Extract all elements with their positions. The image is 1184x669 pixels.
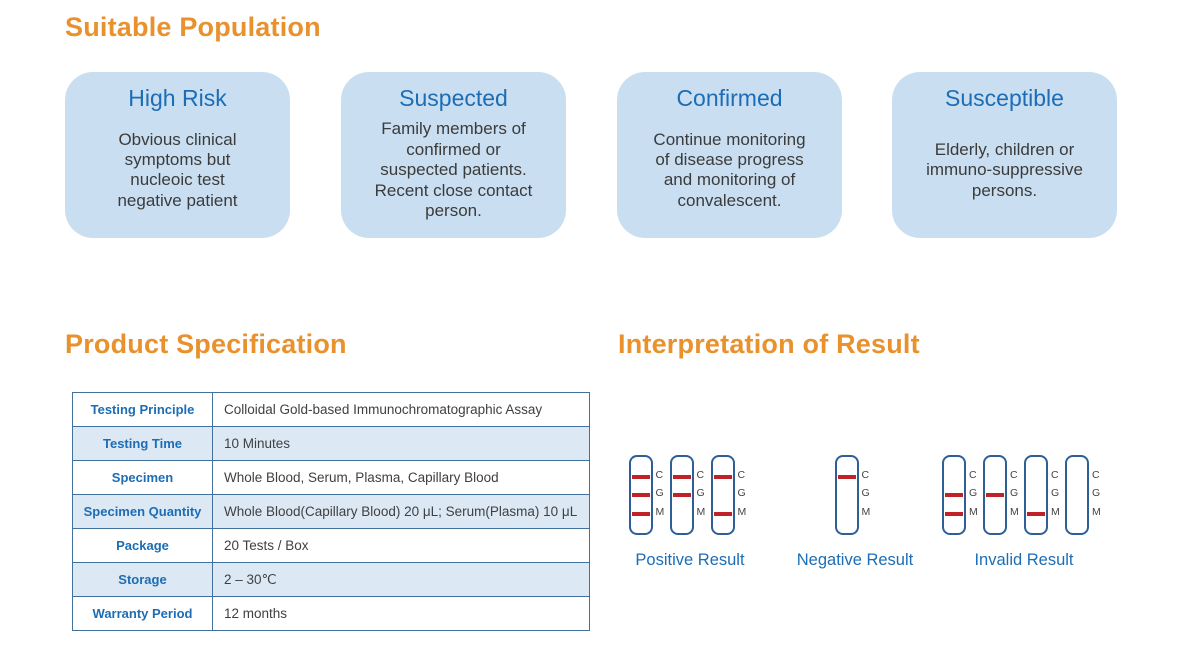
population-card-suspected: Suspected Family members of confirmed or… [341, 72, 566, 238]
test-cassette [983, 455, 1007, 535]
test-cassette [834, 455, 859, 535]
spec-value-cell: 20 Tests / Box [212, 528, 590, 563]
test-cassette [942, 455, 966, 535]
spec-label-cell: Package [72, 528, 213, 563]
spec-value-cell: Whole Blood, Serum, Plasma, Capillary Bl… [212, 460, 590, 495]
spec-label-cell: Testing Principle [72, 392, 213, 427]
test-cassette [710, 455, 735, 535]
card-body-wrap: Elderly, children or immuno-suppressive … [900, 113, 1109, 228]
cassette-line-labels: C G M [738, 455, 752, 535]
table-row: Specimen Quantity Whole Blood(Capillary … [72, 494, 590, 529]
spec-label-cell: Storage [72, 562, 213, 597]
card-body-wrap: Family members of confirmed or suspected… [349, 113, 558, 228]
line-label-m: M [1051, 506, 1060, 518]
cassette-line-labels: C G M [656, 455, 670, 535]
strips-row: C G M [834, 455, 876, 535]
card-title: Suspected [399, 85, 508, 111]
card-title: High Risk [128, 85, 227, 111]
line-label-g: G [969, 487, 978, 499]
line-label-c: C [969, 469, 977, 481]
strips-row: C G M C G M C G M [942, 455, 1106, 535]
card-body: Elderly, children or immuno-suppressive … [926, 139, 1083, 200]
cassette-unit: C G M [669, 455, 711, 535]
card-body: Obvious clinical symptoms but nucleoic t… [117, 129, 238, 210]
test-cassette [669, 455, 694, 535]
strips-row: C G M C G M C G M [628, 455, 752, 535]
positive-result-group: C G M C G M C G M [626, 455, 754, 570]
line-label-c: C [696, 469, 705, 481]
cassette-line-labels: C G M [1092, 455, 1106, 535]
line-label-c: C [1092, 469, 1100, 481]
suitable-population-heading: Suitable Population [65, 12, 321, 42]
cassette-unit: C G M [834, 455, 876, 535]
card-body: Family members of confirmed or suspected… [374, 119, 533, 220]
spec-value-cell: Colloidal Gold-based Immunochromatograph… [212, 392, 590, 427]
population-card-susceptible: Susceptible Elderly, children or immuno-… [892, 72, 1117, 238]
negative-result-group: C G M Negative Result [792, 455, 918, 570]
line-label-g: G [696, 487, 705, 499]
cassette-line-labels: C G M [697, 455, 711, 535]
line-label-g: G [1010, 487, 1019, 499]
result-label: Negative Result [796, 551, 914, 569]
line-label-g: G [655, 487, 664, 499]
spec-label-cell: Testing Time [72, 426, 213, 461]
line-label-c: C [1010, 469, 1018, 481]
line-label-c: C [737, 469, 746, 481]
cassette-unit: C G M [983, 455, 1024, 535]
cassette-line-labels: C G M [1010, 455, 1024, 535]
invalid-result-group: C G M C G M C G M [938, 455, 1110, 570]
card-body: Continue monitoring of disease progress … [653, 129, 806, 210]
cassette-line-labels: C G M [862, 455, 876, 535]
test-cassette [1024, 455, 1048, 535]
cassette-unit: C G M [1024, 455, 1065, 535]
cassette-unit: C G M [628, 455, 670, 535]
line-label-m: M [696, 506, 706, 518]
line-label-g: G [1051, 487, 1060, 499]
card-body-wrap: Obvious clinical symptoms but nucleoic t… [73, 113, 282, 228]
cassette-unit: C G M [942, 455, 983, 535]
result-label: Positive Result [635, 551, 745, 569]
population-card-confirmed: Confirmed Continue monitoring of disease… [617, 72, 842, 238]
spec-value-cell: 12 months [212, 596, 590, 631]
table-row: Testing Time 10 Minutes [72, 426, 590, 461]
spec-label-cell: Specimen Quantity [72, 494, 213, 529]
cassette-unit: C G M [1065, 455, 1106, 535]
spec-value-cell: 10 Minutes [212, 426, 590, 461]
card-title: Susceptible [945, 85, 1064, 111]
spec-value-cell: 2 – 30℃ [212, 562, 590, 597]
line-label-c: C [861, 469, 870, 481]
spec-value-cell: Whole Blood(Capillary Blood) 20 μL; Seru… [212, 494, 590, 529]
product-specification-heading: Product Specification [65, 329, 347, 359]
population-card-high-risk: High Risk Obvious clinical symptoms but … [65, 72, 290, 238]
cassette-unit: C G M [710, 455, 752, 535]
spec-label-cell: Warranty Period [72, 596, 213, 631]
table-row: Warranty Period 12 months [72, 596, 590, 631]
line-label-m: M [1010, 506, 1019, 518]
line-label-m: M [737, 506, 747, 518]
table-row: Specimen Whole Blood, Serum, Plasma, Cap… [72, 460, 590, 495]
table-row: Testing Principle Colloidal Gold-based I… [72, 392, 590, 427]
test-cassette [628, 455, 653, 535]
cassette-line-labels: C G M [1051, 455, 1065, 535]
card-title: Confirmed [676, 85, 783, 111]
line-label-m: M [861, 506, 871, 518]
table-row: Package 20 Tests / Box [72, 528, 590, 563]
line-label-g: G [737, 487, 746, 499]
product-spec-table: Testing Principle Colloidal Gold-based I… [72, 392, 590, 631]
line-label-m: M [969, 506, 978, 518]
line-label-g: G [1092, 487, 1101, 499]
line-label-c: C [655, 469, 664, 481]
line-label-g: G [861, 487, 870, 499]
result-label: Invalid Result [974, 551, 1074, 569]
line-label-c: C [1051, 469, 1059, 481]
test-cassette [1065, 455, 1089, 535]
spec-label-cell: Specimen [72, 460, 213, 495]
line-label-m: M [655, 506, 665, 518]
card-body-wrap: Continue monitoring of disease progress … [625, 113, 834, 228]
interpretation-heading: Interpretation of Result [618, 329, 920, 359]
table-row: Storage 2 – 30℃ [72, 562, 590, 597]
cassette-line-labels: C G M [969, 455, 983, 535]
line-label-m: M [1092, 506, 1101, 518]
